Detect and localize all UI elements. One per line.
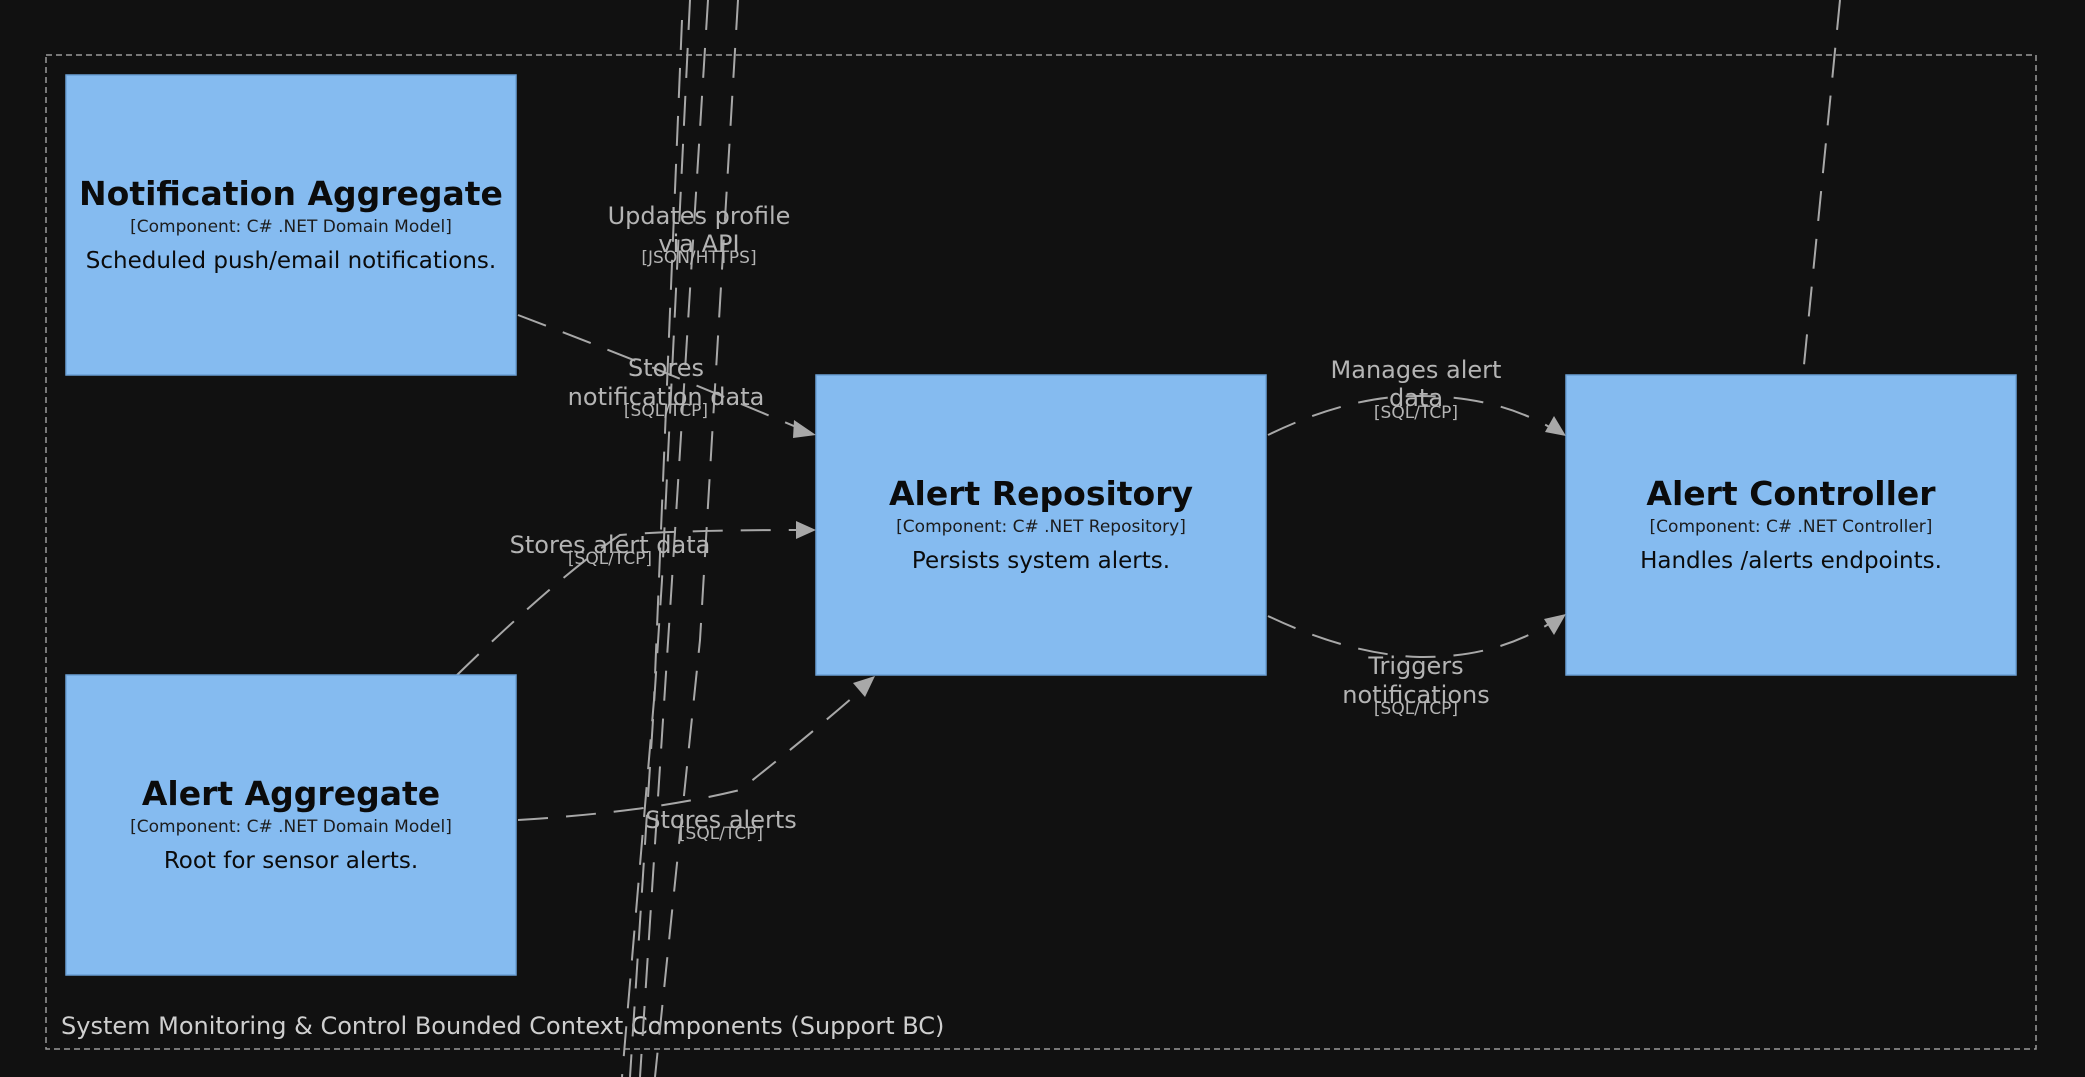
component-alert-aggregate[interactable]: Alert Aggregate [Component: C# .NET Doma… [65, 674, 517, 976]
edge-manages-alert [1267, 394, 1559, 436]
edge-label-line2: notification data [568, 383, 765, 411]
controller-external-connector [1802, 0, 1841, 376]
component-title: Notification Aggregate [79, 174, 503, 213]
edge-label-line2: via API [658, 230, 739, 258]
edge-label-triggers-notifications: Triggers notifications [SQL/TCP] [1342, 652, 1489, 719]
edge-label-line1: Stores [628, 354, 704, 382]
edge-stores-notification [517, 314, 809, 433]
component-tech: [Component: C# .NET Repository] [896, 517, 1186, 537]
arrowhead-stores-alert-data [796, 521, 816, 539]
component-box[interactable] [815, 374, 1267, 676]
edge-label-line1: Updates profile [608, 202, 791, 230]
component-box[interactable] [1565, 374, 2017, 676]
edge-tech: [SQL/TCP] [1374, 699, 1458, 719]
component-title: Alert Repository [889, 474, 1193, 513]
edge-label-line1: Manages alert [1331, 356, 1502, 384]
edge-label-line1: Stores alert data [510, 531, 711, 559]
edge-triggers-notifications [1267, 615, 1559, 659]
component-description: Handles /alerts endpoints. [1640, 548, 1942, 574]
arrowhead-stores-notification [793, 420, 816, 438]
edge-tech: [SQL/TCP] [1374, 403, 1458, 423]
boundary-label: System Monitoring & Control Bounded Cont… [61, 1012, 944, 1040]
edge-tech: [JSON/HTTPS] [641, 248, 756, 268]
component-alert-controller[interactable]: Alert Controller [Component: C# .NET Con… [1565, 374, 2017, 676]
component-tech: [Component: C# .NET Domain Model] [130, 817, 452, 837]
external-connector-1 [639, 0, 709, 1077]
bounded-context-boundary [45, 54, 2037, 1050]
edge-label-updates-profile: Updates profile via API [JSON/HTTPS] [608, 202, 791, 268]
arrowhead-stores-alerts [853, 676, 875, 697]
component-title: Alert Aggregate [142, 774, 440, 813]
component-description: Scheduled push/email notifications. [86, 248, 496, 274]
component-title: Alert Controller [1646, 474, 1936, 513]
component-tech: [Component: C# .NET Controller] [1650, 517, 1933, 537]
external-connector-3 [654, 0, 739, 1077]
component-alert-repository[interactable]: Alert Repository [Component: C# .NET Rep… [815, 374, 1267, 676]
edge-label-stores-alert-data: Stores alert data [SQL/TCP] [510, 531, 711, 569]
edge-label-stores-notification: Stores notification data [SQL/TCP] [568, 354, 765, 421]
edge-stores-alert-data [456, 529, 806, 676]
external-connector-2 [629, 0, 691, 1077]
component-box[interactable] [65, 74, 517, 376]
edge-tech: [SQL/TCP] [568, 549, 652, 569]
external-connectors [621, 0, 1841, 1077]
edge-label-line1: Triggers [1367, 652, 1463, 680]
component-box[interactable] [65, 674, 517, 976]
relationship-edges [456, 314, 1566, 821]
edge-label-line2: data [1389, 384, 1443, 412]
arrowhead-manages-alert [1545, 416, 1566, 436]
edge-tech: [SQL/TCP] [624, 401, 708, 421]
edge-label-stores-alerts: Stores alerts [SQL/TCP] [645, 806, 797, 844]
edge-tech: [SQL/TCP] [679, 824, 763, 844]
edge-stores-alerts [517, 683, 869, 821]
edge-label-line2: notifications [1342, 681, 1489, 709]
external-connector-4 [621, 19, 683, 1077]
component-description: Root for sensor alerts. [164, 848, 418, 874]
edge-label-line1: Stores alerts [645, 806, 797, 834]
component-notification-aggregate[interactable]: Notification Aggregate [Component: C# .N… [65, 74, 517, 376]
component-tech: [Component: C# .NET Domain Model] [130, 217, 452, 237]
component-description: Persists system alerts. [912, 548, 1170, 574]
arrowhead-triggers-notifications [1544, 614, 1566, 635]
edge-label-manages-alert: Manages alert data [SQL/TCP] [1331, 356, 1502, 423]
